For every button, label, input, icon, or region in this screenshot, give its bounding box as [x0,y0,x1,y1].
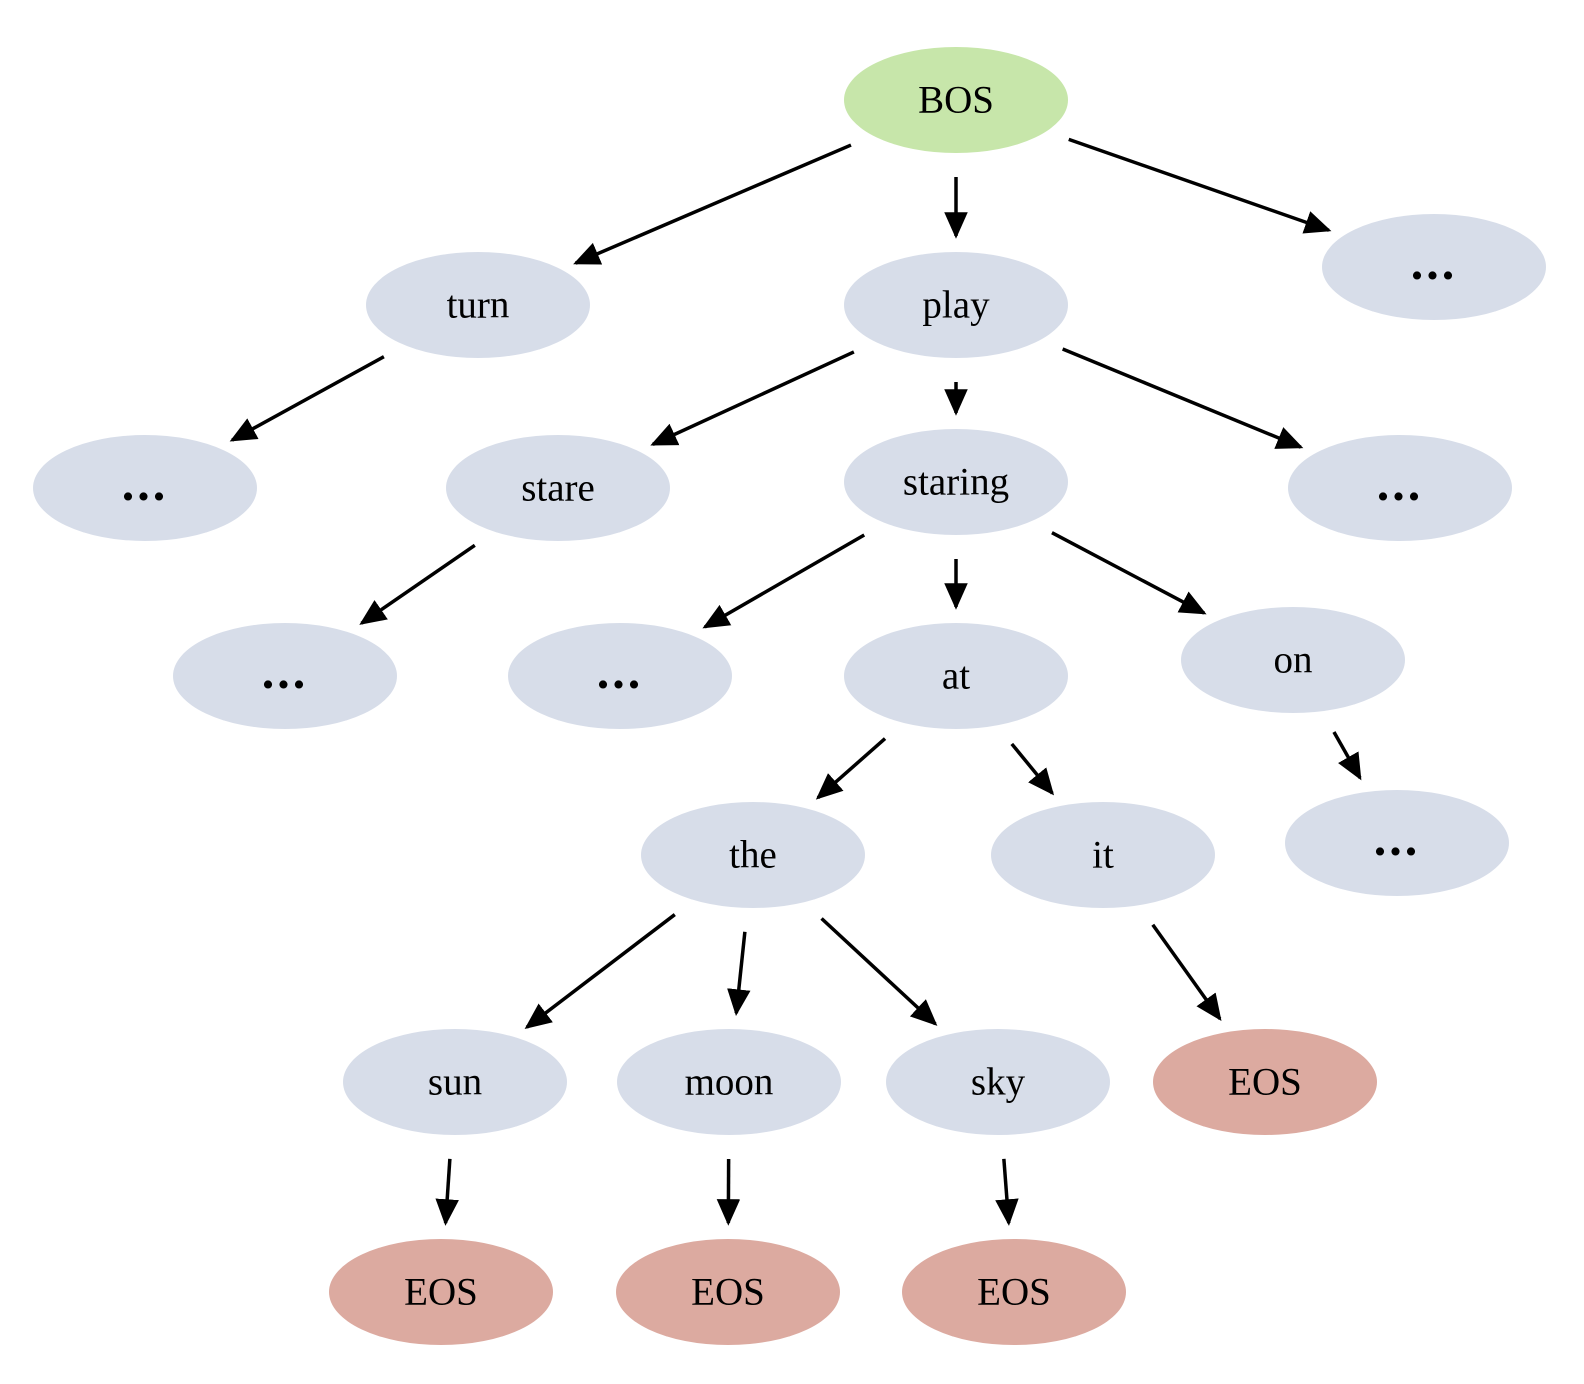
node-eos-4-ellipse [902,1239,1126,1345]
node-bos: BOS [844,47,1068,153]
node-eos-3-ellipse [616,1239,840,1345]
node-turn-label: turn [447,284,510,327]
node-dots-2-label: ... [122,455,169,511]
node-at-ellipse [844,623,1068,729]
node-it-ellipse [991,802,1215,908]
node-moon-ellipse [617,1029,841,1135]
node-sun: sun [343,1029,567,1135]
node-dots-3-ellipse [1288,435,1512,541]
node-bos-label: BOS [918,79,994,122]
node-stare-label: stare [521,467,595,510]
node-dots-4-label: ... [262,643,309,699]
edge-sky-eos-4-arrow [995,1158,1019,1226]
node-dots-3: ... [1288,435,1512,541]
node-eos-2-ellipse [329,1239,553,1345]
node-dots-6: ... [1285,790,1509,896]
node-staring: staring [844,429,1068,535]
node-moon: moon [617,1029,841,1135]
node-eos-3-label: EOS [691,1271,765,1314]
node-sky-label: sky [971,1061,1026,1104]
edge-on-dots-6-arrow [1332,731,1362,781]
edge-staring-dots-5-arrow [702,533,866,629]
node-dots-2-ellipse [33,435,257,541]
node-eos-1-ellipse [1153,1029,1377,1135]
edge-at-it-arrow [1010,742,1055,796]
node-dots-6-ellipse [1285,790,1509,896]
edge-play-stare-arrow [650,350,855,446]
node-dots-3-label: ... [1377,455,1424,511]
node-it: it [991,802,1215,908]
edge-stare-dots-4-arrow [359,543,476,625]
node-staring-label: staring [903,461,1009,504]
node-turn-ellipse [366,252,590,358]
node-sun-label: sun [428,1061,482,1104]
node-eos-1: EOS [1153,1029,1377,1135]
edge-play-dots-3-arrow [1061,347,1304,449]
node-stare-ellipse [446,435,670,541]
edge-staring-on-arrow [1051,531,1207,615]
node-dots-1-label: ... [1411,234,1458,290]
node-play: play [844,252,1068,358]
node-eos-4: EOS [902,1239,1126,1345]
node-eos-2: EOS [329,1239,553,1345]
node-eos-4-label: EOS [977,1271,1051,1314]
node-the-label: the [729,834,777,877]
node-dots-4: ... [173,623,397,729]
node-at-label: at [942,655,970,698]
edge-turn-dots-2-arrow [229,355,385,442]
node-on-label: on [1274,639,1313,682]
node-dots-5-ellipse [508,623,732,729]
edge-bos-turn-arrow [573,143,852,265]
node-staring-ellipse [844,429,1068,535]
node-dots-1-ellipse [1322,214,1546,320]
node-dots-4-ellipse [173,623,397,729]
node-dots-1: ... [1322,214,1546,320]
node-sky-ellipse [886,1029,1110,1135]
node-eos-3: EOS [616,1239,840,1345]
node-on-ellipse [1181,607,1405,713]
node-the-ellipse [641,802,865,908]
node-play-label: play [922,284,990,327]
node-sky: sky [886,1029,1110,1135]
edge-the-moon-arrow [727,931,751,1016]
node-it-label: it [1092,834,1114,877]
edge-it-eos-1-arrow [1151,923,1222,1022]
node-stare: stare [446,435,670,541]
node-dots-2: ... [33,435,257,541]
node-eos-2-label: EOS [404,1271,478,1314]
node-at: at [844,623,1068,729]
node-eos-1-label: EOS [1228,1061,1302,1104]
edge-bos-dots-1-arrow [1068,137,1332,234]
node-bos-ellipse [844,47,1068,153]
edge-at-the-arrow [815,737,887,800]
node-dots-6-label: ... [1374,810,1421,866]
node-on: on [1181,607,1405,713]
node-the: the [641,802,865,908]
node-turn: turn [366,252,590,358]
edge-the-sky-arrow [820,917,938,1026]
node-moon-label: moon [685,1061,774,1104]
edge-sun-eos-2-arrow [435,1158,459,1226]
node-dots-5-label: ... [597,643,644,699]
node-dots-5: ... [508,623,732,729]
node-sun-ellipse [343,1029,567,1135]
node-play-ellipse [844,252,1068,358]
edge-the-sun-arrow [524,913,676,1029]
